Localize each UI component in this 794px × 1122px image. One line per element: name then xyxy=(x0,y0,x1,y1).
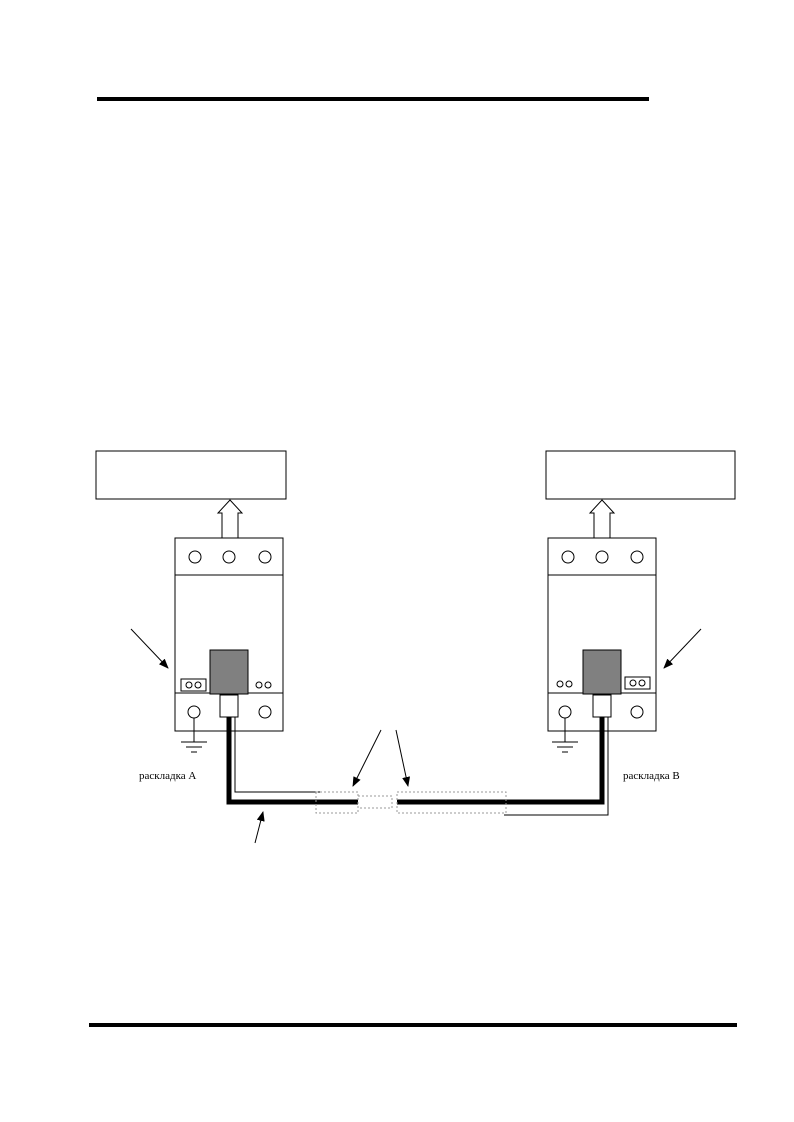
connector-right xyxy=(592,694,612,718)
up-arrow-icon xyxy=(588,499,616,539)
connector-left xyxy=(219,694,239,718)
cable-break xyxy=(315,791,507,814)
din-module-left xyxy=(174,537,284,732)
led-indicator xyxy=(255,681,263,689)
terminal-screw-icon xyxy=(630,705,644,719)
pointer-arrow-icon xyxy=(663,628,702,669)
cable-thin xyxy=(234,717,609,816)
module-block-left xyxy=(209,649,249,695)
terminal-screw-icon xyxy=(561,550,575,564)
pointer-arrow-icon xyxy=(352,729,382,787)
dip-switch-icon xyxy=(624,676,651,690)
label-layout-a: раскладка А xyxy=(139,770,196,782)
terminal-screw-icon xyxy=(258,705,272,719)
din-module-right xyxy=(547,537,657,732)
device-box-right xyxy=(545,450,736,500)
terminal-screw-icon xyxy=(188,550,202,564)
ground-symbol-icon xyxy=(552,718,578,753)
label-layout-b: раскладка B xyxy=(623,770,680,782)
cable-thick xyxy=(226,717,605,805)
led-indicator xyxy=(264,681,272,689)
ground-symbol-icon xyxy=(181,718,207,753)
module-block-right xyxy=(582,649,622,695)
up-arrow-icon xyxy=(216,499,244,539)
terminal-screw-icon xyxy=(595,550,609,564)
device-box-left xyxy=(95,450,287,500)
terminal-screw-icon xyxy=(222,550,236,564)
terminal-screw-icon xyxy=(187,705,201,719)
pointer-arrow-icon xyxy=(254,811,265,844)
pointer-arrow-icon xyxy=(130,628,169,669)
terminal-screw-icon xyxy=(258,550,272,564)
dip-switch-icon xyxy=(180,678,207,692)
led-indicator xyxy=(556,680,564,688)
terminal-screw-icon xyxy=(558,705,572,719)
pointer-arrow-icon xyxy=(395,729,411,787)
led-indicator xyxy=(565,680,573,688)
terminal-screw-icon xyxy=(630,550,644,564)
